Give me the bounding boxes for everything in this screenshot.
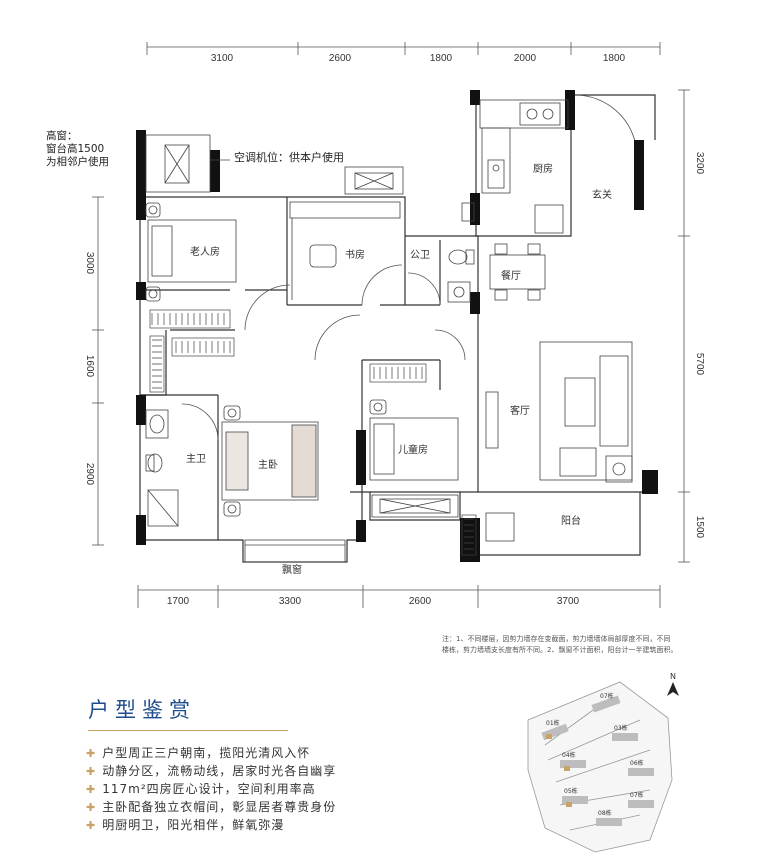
site-label-8: 07栋	[630, 791, 644, 799]
top-ac-box	[344, 166, 404, 195]
high-window-line-2: 窗台高1500	[46, 143, 105, 155]
bullet-icon: ✚	[86, 765, 97, 778]
top-dimension-line	[146, 42, 661, 55]
site-buildings	[541, 695, 654, 826]
site-label-6: 05栋	[564, 787, 578, 795]
site-label-1: 07栋	[600, 692, 614, 700]
study-desk	[289, 201, 401, 300]
feature-text: 117m²四房匠心设计，空间利用率高	[102, 782, 316, 796]
bottom-ac-box	[371, 494, 459, 518]
feature-item: ✚ 主卧配备独立衣帽间，彰显居者尊贵身份	[86, 798, 336, 815]
bed-master	[221, 405, 319, 517]
bullet-icon: ✚	[86, 801, 97, 814]
label-living: 客厅	[510, 404, 530, 417]
dim-top-1: 3100	[211, 53, 234, 64]
high-window-line-1: 高窗：	[46, 130, 78, 142]
dim-left-2: 1600	[84, 355, 95, 378]
bullet-icon: ✚	[86, 747, 97, 760]
dim-top-3: 1800	[430, 53, 453, 64]
title-underline	[88, 730, 288, 731]
feature-item: ✚ 户型周正三户朝南，揽阳光清风入怀	[86, 744, 310, 761]
ac-platform	[145, 134, 230, 193]
north-arrow-icon	[667, 682, 679, 696]
dim-bottom-4: 3700	[557, 596, 580, 607]
label-master-bath: 主卫	[186, 453, 206, 465]
feature-text: 明厨明卫，阳光相伴，鲜氧弥漫	[102, 818, 285, 832]
site-label-2: 01栋	[546, 719, 560, 727]
feature-item: ✚ 明厨明卫，阳光相伴，鲜氧弥漫	[86, 816, 284, 833]
footnote-line-1: 注：1、不同楼层，因剪力墙存在变截面，剪力墙墙体局部厚度不同，不同	[442, 635, 671, 643]
dim-left-1: 3000	[84, 252, 95, 275]
dining-table	[489, 243, 546, 301]
footnote-line-2: 楼栋，剪力墙墙支长度有所不同。2、飘窗不计面积，阳台计一半建筑面积。	[442, 646, 678, 654]
section-title: 户型鉴赏	[88, 698, 196, 722]
feature-text: 动静分区，流畅动线，居家时光各自幽享	[102, 764, 337, 778]
left-dimension-line	[92, 196, 104, 546]
bed-kids	[369, 399, 459, 481]
ac-note: 空调机位：供本户使用	[234, 151, 344, 164]
label-dining: 餐厅	[501, 269, 521, 282]
label-public-bath: 公卫	[410, 250, 430, 261]
feature-text: 主卧配备独立衣帽间，彰显居者尊贵身份	[102, 800, 337, 814]
door-swings	[181, 94, 638, 441]
bottom-dimension-line	[137, 585, 661, 608]
dim-bottom-2: 3300	[279, 596, 302, 607]
wardrobes	[149, 309, 477, 556]
high-window-line-3: 为相邻户使用	[46, 156, 109, 168]
bed-elder	[145, 202, 237, 302]
dim-right-1: 3200	[694, 152, 705, 175]
north-label: N	[670, 672, 676, 681]
living-furniture	[485, 341, 633, 483]
master-bath-fixtures	[145, 409, 179, 527]
feature-item: ✚ 117m²四房匠心设计，空间利用率高	[86, 780, 316, 797]
dim-right-3: 1500	[694, 516, 705, 539]
bullet-icon: ✚	[86, 819, 97, 832]
feature-text: 户型周正三户朝南，揽阳光清风入怀	[102, 746, 311, 760]
dim-top-4: 2000	[514, 53, 537, 64]
right-dimension-line	[678, 89, 690, 563]
shear-walls	[136, 90, 658, 562]
high-window-note: 高窗： 窗台高1500 为相邻户使用	[46, 130, 109, 169]
label-master-bedroom: 主卧	[258, 458, 278, 471]
label-entrance: 玄关	[592, 188, 612, 201]
site-label-4: 04栋	[562, 751, 576, 759]
label-kitchen: 厨房	[533, 162, 553, 175]
dim-top-2: 2600	[329, 53, 352, 64]
footnote: 注：1、不同楼层，因剪力墙存在变截面，剪力墙墙体局部厚度不同，不同 楼栋，剪力墙…	[442, 634, 677, 656]
bay-window	[244, 539, 346, 563]
dim-left-3: 2900	[84, 463, 95, 486]
feature-item: ✚ 动静分区，流畅动线，居家时光各自幽享	[86, 762, 336, 779]
bullet-icon: ✚	[86, 783, 97, 796]
label-kids-room: 儿童房	[398, 443, 428, 456]
public-bath-fixtures	[447, 202, 475, 303]
label-study: 书房	[345, 248, 365, 261]
site-label-7: 08栋	[598, 809, 612, 817]
label-balcony: 阳台	[561, 514, 581, 527]
dim-top-5: 1800	[603, 53, 626, 64]
dim-bottom-3: 2600	[409, 596, 432, 607]
site-label-5: 06栋	[630, 759, 644, 767]
label-elder-bedroom: 老人房	[190, 245, 220, 258]
site-label-3: 03栋	[614, 724, 628, 732]
dim-bottom-1: 1700	[167, 596, 190, 607]
dim-right-2: 5700	[694, 353, 705, 376]
label-bay-window: 飘窗	[282, 563, 302, 576]
site-highlight-marks	[546, 734, 572, 807]
kitchen-fixtures	[479, 99, 569, 234]
balcony-fixture	[485, 512, 515, 542]
